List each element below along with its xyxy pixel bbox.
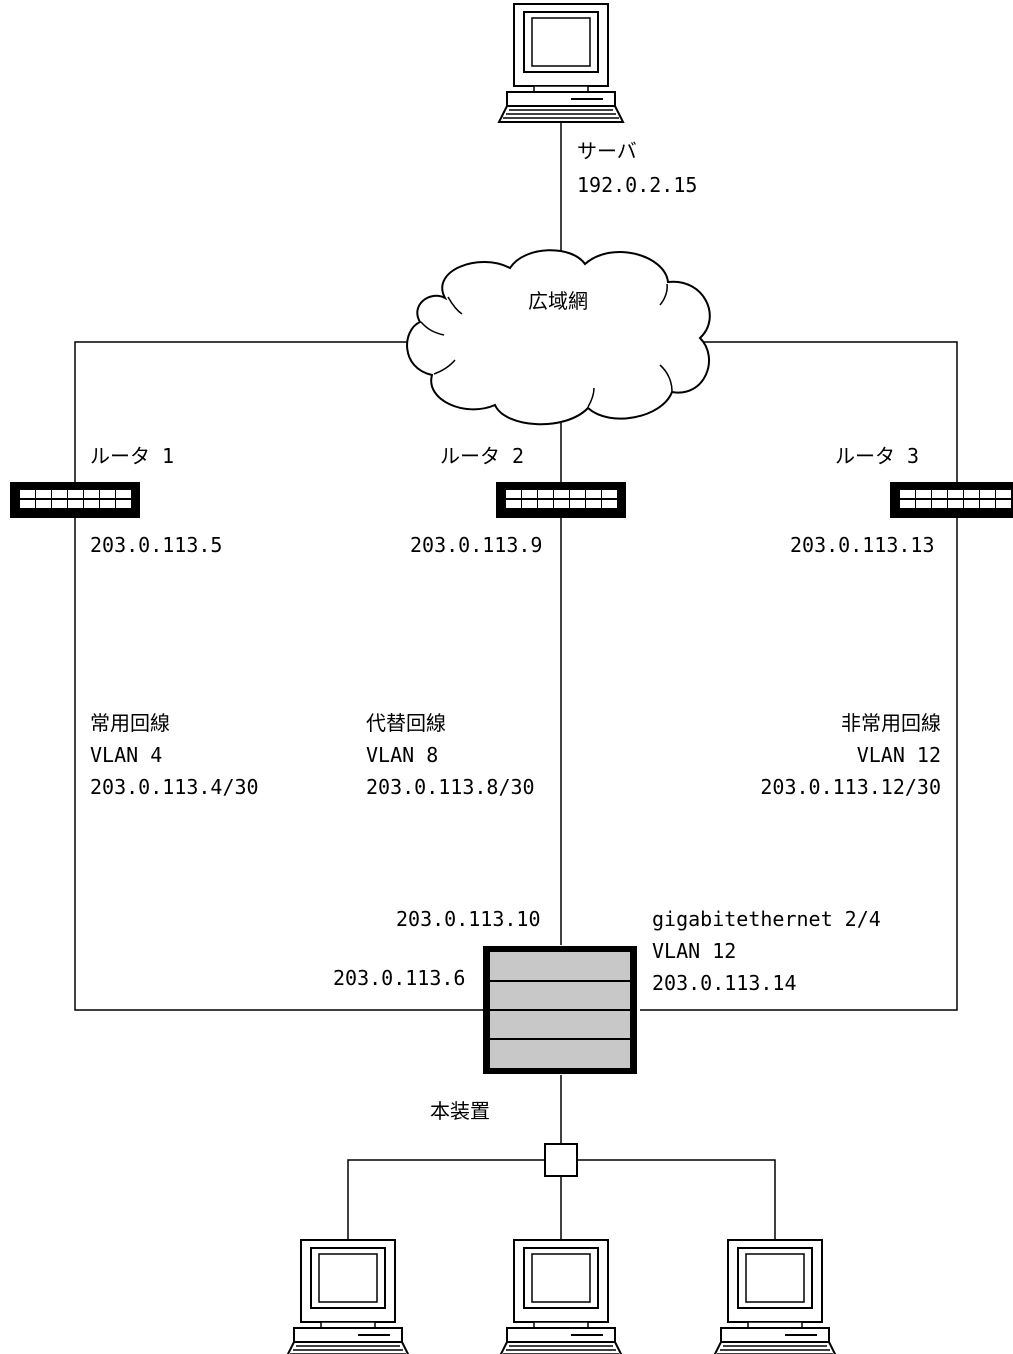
router-3-name: ルータ 3	[835, 444, 919, 468]
server-computer-icon	[498, 3, 624, 123]
line-alternate-subnet: 203.0.113.8/30	[366, 775, 535, 799]
device-port-vlan: VLAN 12	[652, 939, 736, 963]
line-primary-name: 常用回線	[90, 711, 170, 735]
line-emergency-vlan: VLAN 12	[857, 743, 941, 767]
router-1-ip: 203.0.113.5	[90, 533, 222, 557]
wan-cloud-icon	[406, 249, 711, 426]
line-alternate-vlan: VLAN 8	[366, 743, 438, 767]
line-emergency-name: 非常用回線	[841, 711, 941, 735]
device-icon	[483, 946, 637, 1074]
router-3-icon	[890, 482, 1013, 518]
line-primary-vlan: VLAN 4	[90, 743, 162, 767]
server-name: サーバ	[577, 139, 637, 163]
device-name: 本装置	[430, 1099, 490, 1123]
client-computer-icon	[712, 1239, 838, 1354]
client-computer-icon	[285, 1239, 411, 1354]
router-3-ip: 203.0.113.13	[790, 533, 935, 557]
wan-label: 広域網	[528, 289, 588, 313]
router-1-icon	[10, 482, 140, 518]
client-computer-icon	[498, 1239, 624, 1354]
device-ip-vlan12: 203.0.113.14	[652, 971, 797, 995]
device-ip-vlan8: 203.0.113.10	[396, 907, 541, 931]
router-2-icon	[496, 482, 626, 518]
router-1-name: ルータ 1	[90, 444, 174, 468]
cloud-detail	[659, 364, 673, 392]
cloud-detail	[659, 283, 668, 306]
device-port: gigabitethernet 2/4	[652, 907, 881, 931]
router-2-name: ルータ 2	[440, 444, 524, 468]
device-ip-vlan4: 203.0.113.6	[333, 966, 465, 990]
cloud-detail	[447, 296, 463, 315]
server-ip: 192.0.2.15	[577, 173, 697, 197]
line-primary-subnet: 203.0.113.4/30	[90, 775, 259, 799]
hub-icon	[544, 1143, 578, 1177]
cloud-detail	[587, 387, 595, 408]
line-emergency-subnet: 203.0.113.12/30	[760, 775, 941, 799]
cloud-detail	[420, 321, 445, 336]
cloud-detail	[433, 359, 456, 375]
line-alternate-name: 代替回線	[366, 711, 446, 735]
router-2-ip: 203.0.113.9	[410, 533, 542, 557]
